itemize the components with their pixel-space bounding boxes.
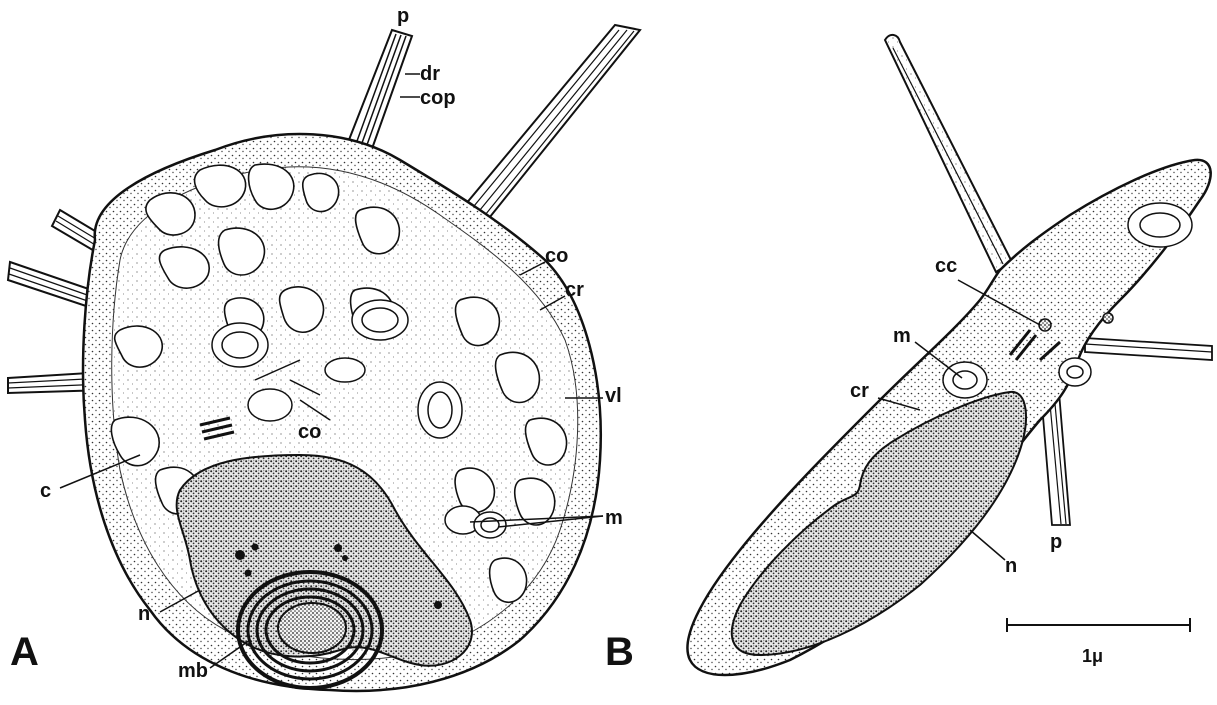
scale-bar: 1μ [1007, 618, 1190, 666]
label-b-m: m [893, 325, 911, 347]
label-a-co-outer: co [545, 245, 568, 267]
panel-b-spine-right [1085, 338, 1212, 360]
panel-a-label: A [10, 630, 39, 674]
label-a-m: m [605, 507, 623, 529]
label-a-cr: cr [565, 279, 584, 301]
label-a-n: n [138, 603, 150, 625]
label-a-p: p [397, 5, 409, 27]
panel-a-cell [8, 25, 640, 691]
label-a-co-inner: co [298, 421, 321, 443]
label-a-vl: vl [605, 385, 622, 407]
label-b-n: n [1005, 555, 1017, 577]
panel-b-cell [687, 35, 1212, 675]
label-b-cc: cc [935, 255, 957, 277]
label-a-mb: mb [178, 660, 208, 682]
label-b-cr: cr [850, 380, 869, 402]
panel-b-label: B [605, 630, 634, 674]
label-b-p: p [1050, 531, 1062, 553]
label-a-c: c [40, 480, 51, 502]
scale-bar-label: 1μ [1082, 646, 1103, 666]
label-a-cop: cop [420, 87, 456, 109]
label-a-dr: dr [420, 63, 440, 85]
